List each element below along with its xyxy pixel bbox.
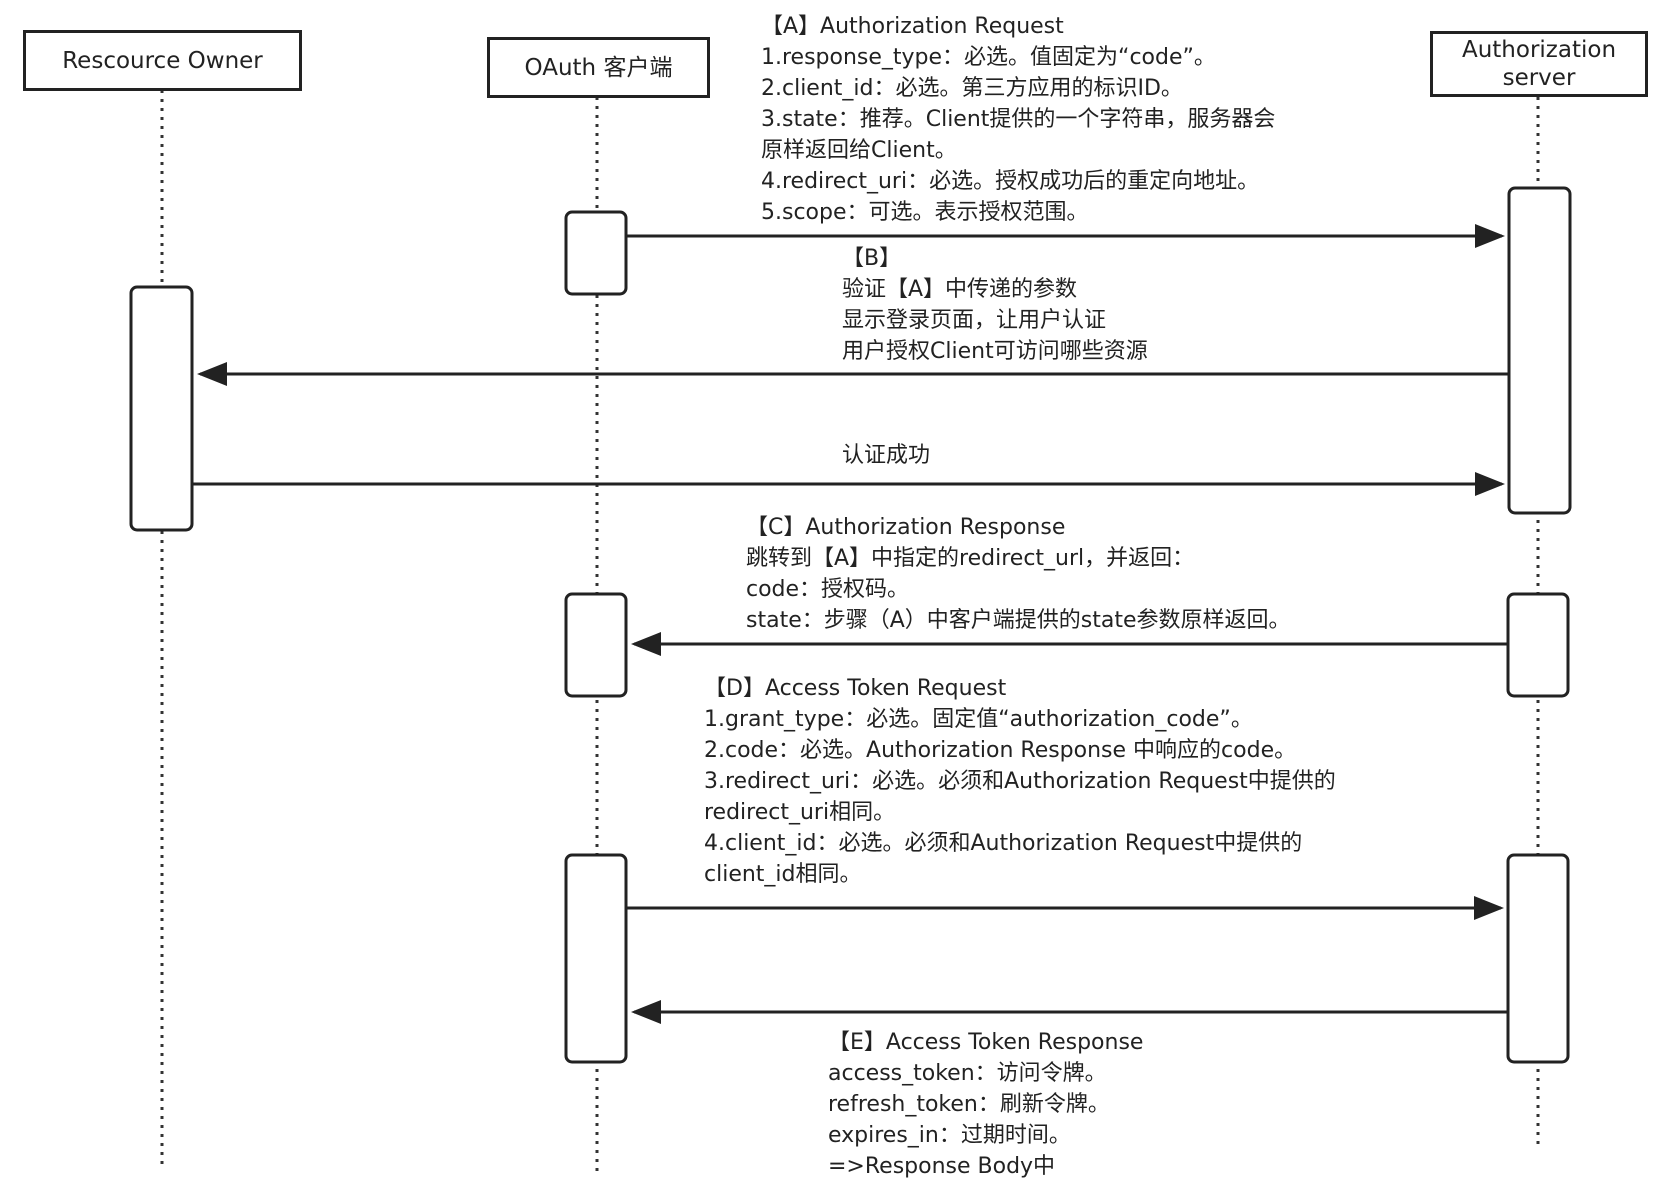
client-activation-a (564, 210, 628, 296)
auth-server-activation-c (1506, 592, 1570, 698)
participant-authorization-server-label-line2: server (1502, 65, 1576, 91)
participant-authorization-server: Authorization server (1430, 31, 1648, 97)
client-activation-d (564, 853, 628, 1064)
note-a-line: 5.scope：可选。表示授权范围。 (761, 200, 1089, 225)
note-b-line: 验证【A】中传递的参数 (842, 277, 1078, 302)
note-a-line: 【A】Authorization Request (761, 14, 1064, 39)
participant-resource-owner-label: Rescource Owner (62, 47, 263, 74)
participant-oauth-client-label: OAuth 客户端 (524, 54, 673, 81)
auth-server-activation-d (1506, 853, 1570, 1064)
note-b-line: 用户授权Client可访问哪些资源 (842, 339, 1148, 364)
note-d-line: redirect_uri相同。 (704, 800, 896, 825)
participant-resource-owner: Rescource Owner (23, 30, 302, 91)
note-c-line: 跳转到【A】中指定的redirect_url，并返回： (746, 546, 1195, 571)
note-b-line: 【B】 (842, 246, 902, 271)
client-activation-c (564, 592, 628, 698)
note-e-line: =>Response Body中 (828, 1154, 1056, 1179)
note-e-line: expires_in：过期时间。 (828, 1123, 1071, 1148)
note-c-line: 【C】Authorization Response (746, 515, 1066, 540)
note-a-line: 原样返回给Client。 (761, 138, 957, 163)
note-c-line: code：授权码。 (746, 577, 910, 602)
note-a-line: 1.response_type：必选。值固定为“code”。 (761, 45, 1216, 70)
note-auth-success-line: 认证成功 (842, 443, 931, 468)
owner-activation (129, 285, 194, 532)
note-d-line: 2.code：必选。Authorization Response 中响应的cod… (704, 738, 1297, 763)
participant-authorization-server-label-line1: Authorization (1461, 37, 1617, 63)
note-b-line: 显示登录页面，让用户认证 (842, 308, 1107, 333)
participant-oauth-client: OAuth 客户端 (487, 37, 710, 98)
note-c-authorization-response: 【C】Authorization Response 跳转到【A】中指定的redi… (746, 512, 1291, 636)
note-d-line: 3.redirect_uri：必选。必须和Authorization Reque… (704, 769, 1336, 794)
note-c-line: state：步骤（A）中客户端提供的state参数原样返回。 (746, 608, 1291, 633)
note-b: 【B】 验证【A】中传递的参数 显示登录页面，让用户认证 用户授权Client可… (842, 243, 1148, 367)
note-d-line: client_id相同。 (704, 862, 862, 887)
note-auth-success: 认证成功 (842, 440, 930, 471)
note-d-line: 1.grant_type：必选。固定值“authorization_code”。 (704, 707, 1253, 732)
note-d-access-token-request: 【D】Access Token Request 1.grant_type：必选。… (704, 673, 1336, 890)
note-e-line: access_token：访问令牌。 (828, 1061, 1107, 1086)
note-a-line: 4.redirect_uri：必选。授权成功后的重定向地址。 (761, 169, 1260, 194)
note-e-line: 【E】Access Token Response (828, 1030, 1144, 1055)
note-d-line: 4.client_id：必选。必须和Authorization Request中… (704, 831, 1303, 856)
note-d-line: 【D】Access Token Request (704, 676, 1007, 701)
note-a-authorization-request: 【A】Authorization Request 1.response_type… (761, 11, 1275, 228)
auth-server-activation-main (1507, 186, 1572, 515)
note-a-line: 3.state：推荐。Client提供的一个字符串，服务器会 (761, 107, 1276, 132)
note-e-access-token-response: 【E】Access Token Response access_token：访问… (828, 1027, 1143, 1182)
note-a-line: 2.client_id：必选。第三方应用的标识ID。 (761, 76, 1183, 101)
note-e-line: refresh_token：刷新令牌。 (828, 1092, 1110, 1117)
